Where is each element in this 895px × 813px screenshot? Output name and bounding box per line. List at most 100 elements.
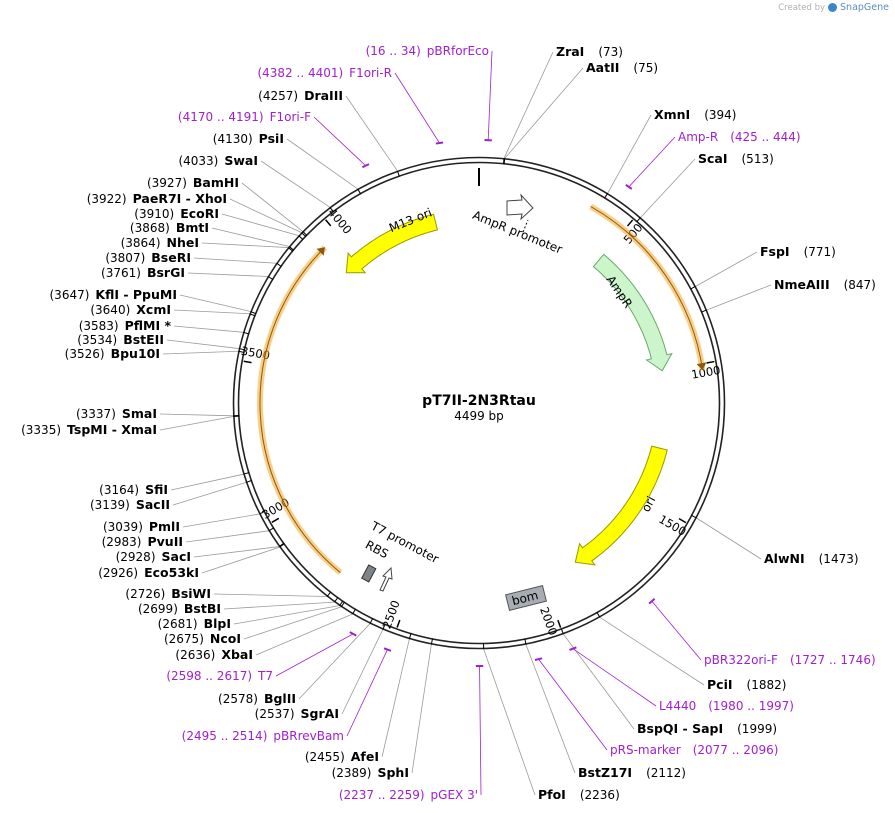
site-name: ScaI [698,151,728,166]
site-position: (2112) [646,766,686,780]
site-position: (513) [742,152,774,166]
site-leader [503,51,554,159]
site-leader [159,413,234,417]
site-name: BglII [264,691,296,706]
orf-arc [256,245,343,575]
site-smai: SmaI(3337) [76,406,157,421]
site-mark [268,527,275,532]
primer-name: L4440 [659,699,696,713]
primer-pgex-3: pGEX 3'(2237 .. 2259) [339,788,478,802]
site-mark [369,617,374,624]
site-name: ZraI [556,44,584,59]
site-name: PflMI * [125,318,172,333]
site-leader [173,325,244,333]
site-swai: SwaI(4033) [178,153,258,168]
site-bsteii: BstEII(3534) [77,332,164,347]
site-name: PfoI [538,787,566,802]
tick-label: 2000 [537,605,560,637]
site-mark [357,188,362,195]
primer-leader [275,633,354,677]
site-ncoi: NcoI(2675) [164,631,241,646]
site-position: (3139) [90,498,130,512]
primer-leader [479,665,482,796]
site-tspmi-xmai: TspMI - XmaI(3335) [21,422,157,437]
site-nhei: NheI(3864) [121,235,199,250]
site-mark [250,311,257,315]
tick-mark [706,360,715,364]
site-pflmi: PflMI *(3583) [79,318,172,333]
site-bamhi: BamHI(3927) [147,175,239,190]
site-position: (3640) [90,303,130,317]
site-position: (2389) [332,766,372,780]
tick-label: 2500 [380,598,403,630]
primer-mark [361,163,370,169]
site-name: AatII [586,60,619,75]
site-bspqi-sapi: BspQI - SapI(1999) [637,721,777,736]
site-name: EcoRI [180,206,219,221]
primer-range: (2237 .. 2259) [339,788,425,802]
site-mark [288,246,295,251]
site-position: (1882) [747,678,787,692]
site-bglii: BglII(2578) [218,691,296,706]
site-mark [301,232,307,238]
bom-box [505,585,547,611]
primer-pbrrevbam: pBRrevBam(2495 .. 2514) [182,729,344,743]
site-leader [201,242,289,248]
site-marks [233,139,707,667]
site-mark [700,309,707,313]
site-position: (3761) [101,266,141,280]
snapgene-credit: Created by SnapGene [778,2,889,13]
tick-mark [678,517,687,524]
site-position: (3164) [99,483,139,497]
site-mark [560,628,564,635]
site-alwni: AlwNI(1473) [764,551,859,566]
site-mark [259,510,266,515]
tick-mark [396,619,401,628]
site-mark [502,158,505,165]
site-mark [276,262,282,268]
site-name: BstBI [184,601,221,616]
site-name: BstEII [123,332,164,347]
site-mark [503,158,506,165]
site-leader [640,158,696,218]
site-position: (3335) [21,423,61,437]
primer-f1ori-f: F1ori-F(4170 .. 4191) [178,110,311,124]
site-leader [696,517,762,560]
site-ecori: EcoRI(3910) [134,206,219,221]
site-mark [524,638,527,645]
site-pcii: PciI(1882) [707,677,786,692]
site-leader [223,601,335,610]
site-mark [302,231,308,236]
primer-mark [349,631,357,637]
site-position: (2681) [158,617,198,631]
primer-name: F1ori-F [270,110,311,124]
site-mark [334,596,339,603]
primer-name: F1ori-R [349,66,392,80]
orf-arrowhead [316,247,325,256]
primer-name: pBRforEco [427,44,489,58]
primer-pbr322ori-f: pBR322ori-F(1727 .. 1746) [704,653,876,667]
site-mark [279,543,285,548]
site-mark [396,170,400,177]
site-leader [483,648,536,796]
site-position: (2928) [116,550,156,564]
site-leader [193,257,277,264]
site-name: SacII [136,497,170,512]
primer-range: (1727 .. 1746) [790,653,876,667]
site-leader [504,67,584,159]
site-sfii: SfiI(3164) [99,482,168,497]
site-mark [636,217,641,223]
site-name: BsrGI [147,265,185,280]
primer-mark [648,598,656,605]
site-position: (3039) [103,520,143,534]
tick-mark [243,360,252,364]
site-leader [182,513,260,528]
primer-prs-marker: pRS-marker(2077 .. 2096) [610,743,778,757]
site-position: (2636) [175,648,215,662]
site-leader [241,182,303,232]
tick-mark [626,219,634,227]
credit-brand: SnapGene [840,2,889,13]
orf-arc-line [259,247,341,573]
t7-promoter-arrow [379,566,393,592]
